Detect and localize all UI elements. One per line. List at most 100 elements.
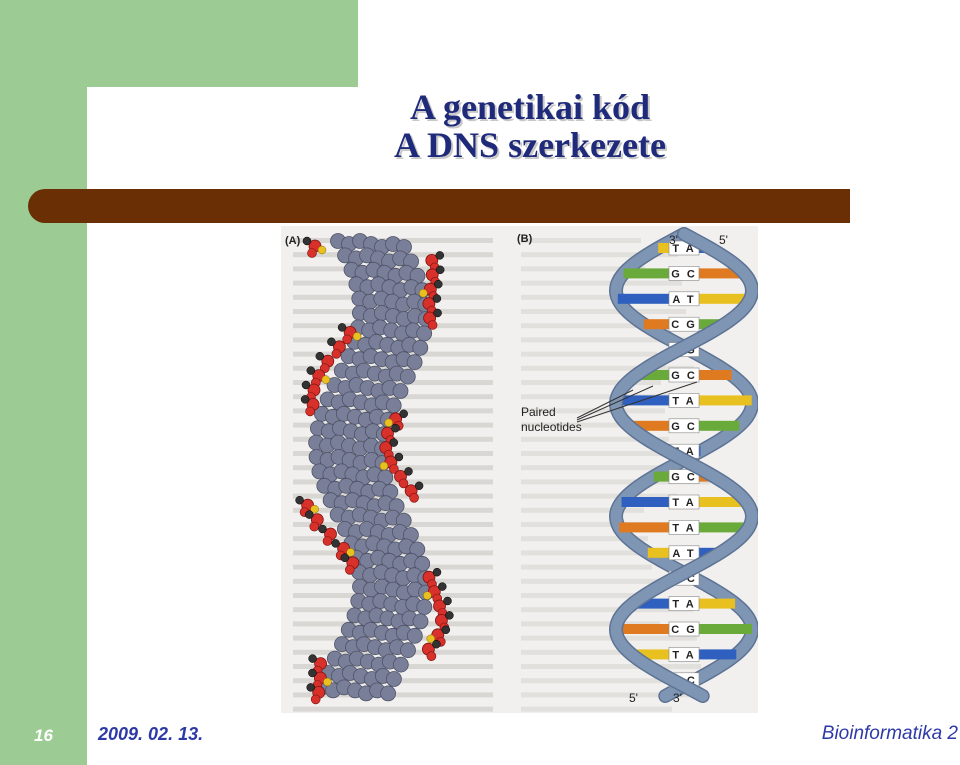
base-left [617, 293, 684, 304]
atom-dark [391, 423, 400, 433]
background-text-line [521, 678, 668, 684]
atom-red [426, 651, 437, 662]
base-pair-label: T A [672, 243, 695, 255]
base-left [623, 268, 684, 279]
course-name: Bioinformatika 2 [821, 723, 958, 744]
atom-gray [380, 685, 396, 702]
space-filling-dna-model [295, 233, 454, 705]
atom-dark [432, 294, 442, 303]
atom-dark [340, 553, 350, 563]
background-text-line [521, 607, 693, 613]
base-right [684, 370, 732, 380]
atom-dark [432, 567, 442, 577]
base-pair-label-box [668, 418, 700, 434]
atom-yellow [426, 634, 436, 644]
background-text-line [521, 522, 681, 527]
atom-red [305, 406, 315, 417]
figure-label-a: (A) [285, 235, 301, 247]
background-text-line [521, 635, 697, 641]
annotation-pointer-3 [576, 381, 698, 423]
atom-dark [438, 582, 447, 591]
base-pair-label-box [668, 367, 700, 383]
background-text-line [521, 451, 706, 456]
background-text-line [521, 493, 677, 499]
atom-dark [301, 380, 311, 390]
base-pair-label: G C [671, 370, 697, 382]
background-text-line [293, 351, 493, 357]
slide-page-number: 16 [34, 726, 53, 745]
helix-front-strand-fill [610, 228, 758, 702]
background-text-line [521, 394, 698, 400]
base-left [619, 522, 684, 533]
atom-dark [315, 351, 325, 361]
atom-dark [445, 611, 454, 620]
base-right [684, 497, 747, 507]
atom-yellow [321, 375, 331, 384]
atom-dark [399, 409, 408, 419]
background-text-line [521, 337, 690, 343]
green-side-band [0, 0, 87, 765]
atom-gray [416, 599, 433, 615]
base-pair-label: T A [672, 599, 695, 611]
base-pair-label: T A [672, 497, 695, 509]
background-text-line [521, 365, 694, 371]
annotation-nucleotides: nucleotides [521, 420, 582, 434]
base-pair-label: T A [672, 649, 695, 661]
base-right [684, 624, 752, 634]
atom-red [331, 349, 342, 359]
atom-gray [416, 325, 433, 342]
background-text-line [521, 564, 652, 570]
atom-gray [399, 368, 416, 385]
base-left [643, 319, 684, 330]
background-text-line [521, 238, 641, 243]
base-pair-label: T A [672, 395, 695, 407]
base-pair-label-box [668, 596, 700, 611]
atom-dark [441, 625, 451, 635]
base-pair-label: C G [671, 319, 697, 331]
atom-dark [435, 265, 445, 275]
helix-back-strand-fill [610, 228, 758, 702]
green-top-band [0, 0, 358, 87]
base-pair-label-box [668, 291, 700, 307]
background-text-line [521, 593, 656, 598]
atom-gray [392, 656, 409, 673]
atom-red [307, 248, 317, 258]
atom-gray [412, 613, 429, 630]
atom-dark [443, 596, 452, 606]
base-left [616, 624, 684, 634]
base-right [684, 395, 752, 406]
base-left [628, 420, 684, 431]
background-text-line [521, 706, 672, 712]
atom-dark [308, 654, 317, 663]
atom-yellow [310, 504, 319, 514]
atom-dark [394, 452, 404, 462]
base-right [684, 547, 721, 558]
slide-title: A genetikai kód A DNS szerkezete [300, 88, 760, 164]
background-text-line [521, 266, 645, 272]
slide-date: 2009. 02. 13. [98, 724, 204, 744]
atom-yellow [423, 591, 432, 600]
annotation-pointer-2 [576, 385, 654, 421]
base-right [684, 598, 736, 609]
atom-yellow [379, 461, 389, 471]
base-left [647, 547, 684, 558]
background-text-line [521, 294, 649, 300]
base-right [684, 268, 745, 279]
atom-gray [406, 627, 423, 644]
background-text-line [521, 507, 644, 513]
background-text-line [521, 252, 678, 258]
atom-dark [302, 236, 312, 246]
atom-dark [434, 279, 443, 289]
base-pair-label: C G [671, 624, 697, 636]
dna-figure-svg: T AG CA TC GC GG CT AG CT AG CT AT AA TG… [285, 227, 758, 712]
background-text-line [521, 621, 660, 627]
atom-gray [386, 671, 402, 687]
atom-gray [400, 642, 416, 659]
background-text-line [521, 422, 702, 428]
atom-yellow [317, 245, 327, 255]
figure-label-b: (B) [517, 233, 533, 245]
base-pair-label: G C [671, 421, 697, 433]
atom-yellow [419, 288, 428, 298]
background-text-line [293, 394, 493, 400]
